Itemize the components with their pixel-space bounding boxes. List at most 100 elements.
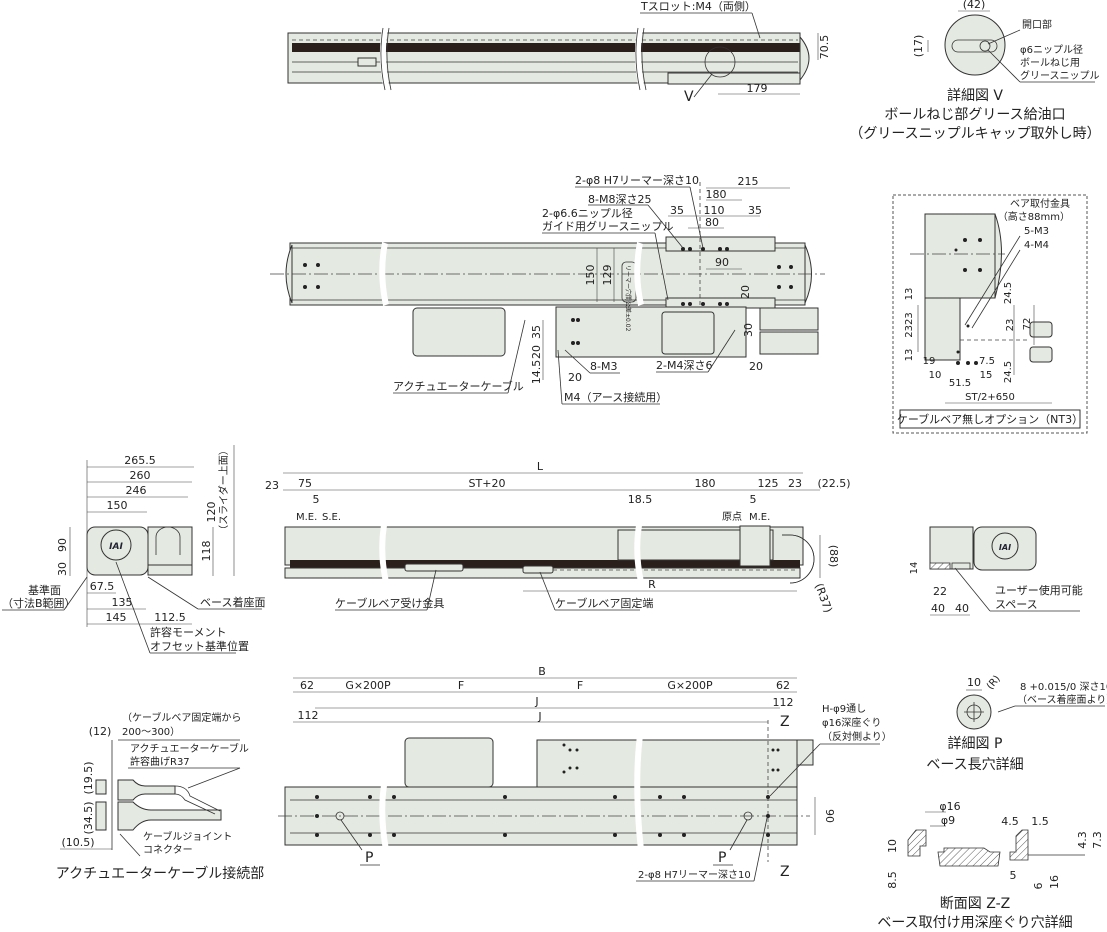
opening-label: 開口部 xyxy=(1022,18,1052,31)
detail-v-subtitle: ボールねじ部グリース給油口 xyxy=(884,107,1065,123)
nipple-label: ボールねじ用 xyxy=(1020,57,1080,69)
dim-13: 13 xyxy=(904,349,915,362)
mechanical-end-label: M.E. xyxy=(749,512,770,523)
end-view-right: IAI 14 22 40 40 ユーザー使用可能 スペース xyxy=(909,526,1083,616)
hole-tolerance: 8 +0.015/0 深さ10 xyxy=(1020,681,1107,693)
dim-40: 40 xyxy=(931,602,945,615)
dim-g-200p: G×200P xyxy=(345,679,391,692)
bear-fixed-label: ケーブルベア固定端 xyxy=(555,596,653,610)
dim-7-5: 7.5 xyxy=(979,356,995,367)
counterbore-label: φ16深座ぐり xyxy=(822,716,881,729)
t-slot-label: Tスロット:M4（両側） xyxy=(640,0,756,13)
top-view: Tスロット:M4（両側） 179 70.5 V xyxy=(287,0,831,105)
dim-150: 150 xyxy=(584,265,597,286)
dim-F: F xyxy=(577,679,583,692)
dim-118: 118 xyxy=(200,541,213,562)
h-hole-label: H-φ9通し xyxy=(822,703,866,715)
detail-p-subtitle: ベース長穴詳細 xyxy=(926,757,1023,773)
bracket-height: （高さ88mm） xyxy=(998,210,1070,223)
nt3-label: ケーブルベア無しオプション（NT3） xyxy=(897,412,1083,426)
dim-g-200p: G×200P xyxy=(667,679,713,692)
fixed-end-note: （ケーブルベア固定端から xyxy=(122,711,241,724)
dim-120: 120 xyxy=(205,502,218,523)
moment-label: オフセット基準位置 xyxy=(150,639,249,653)
origin-label: 原点 xyxy=(722,511,742,523)
end-view-left: IAI 265.5 260 246 150 120 （スライダー上面） 118 … xyxy=(2,445,265,654)
section-z-marker: Z xyxy=(780,864,790,880)
dim-23: 23 xyxy=(1005,319,1016,332)
dim-30: 30 xyxy=(56,562,69,576)
nipple-label: ガイド用グリースニップル xyxy=(542,219,673,233)
dim-80: 80 xyxy=(705,216,719,229)
hole-depth-note: （ベース着座面より） xyxy=(1017,693,1107,706)
dim-70-5: 70.5 xyxy=(818,35,831,60)
cable-label: アクチュエーターケーブル xyxy=(130,742,249,755)
user-space-label: ユーザー使用可能 xyxy=(995,583,1083,597)
dim-23: 23 xyxy=(788,477,802,490)
dim-51-5: 51.5 xyxy=(949,378,971,389)
dim-179: 179 xyxy=(747,82,768,95)
dim-4-5: 4.5 xyxy=(1001,815,1019,828)
dim-J: J xyxy=(537,710,541,723)
dim-R37: (R37) xyxy=(812,582,835,615)
section-zz-subtitle: ベース取付け用深座ぐり穴詳細 xyxy=(877,915,1072,931)
dim-215: 215 xyxy=(738,175,759,188)
cable-box xyxy=(412,307,506,357)
dim-5: 5 xyxy=(1010,869,1017,882)
dim-F: F xyxy=(458,679,464,692)
dim-L: L xyxy=(537,460,544,473)
dim-34-5: (34.5) xyxy=(82,801,95,834)
dim-110: 110 xyxy=(704,204,725,217)
dim-129: 129 xyxy=(601,265,614,286)
dim-72: 72 xyxy=(1022,318,1033,331)
datum-range: （寸法B範囲） xyxy=(2,596,76,610)
dim-112-5: 112.5 xyxy=(154,611,186,624)
side-view: L 23 75 ST+20 180 125 23 (22.5) 5 18.5 5… xyxy=(265,460,851,614)
dim-23: 23 xyxy=(265,479,279,492)
joint-label: コネクター xyxy=(143,844,193,856)
dim-17: (17) xyxy=(912,35,925,58)
detail-p-marker: P xyxy=(718,850,726,866)
dim-12: (12) xyxy=(89,725,112,738)
dim-42: (42) xyxy=(963,0,986,11)
dim-19: 19 xyxy=(923,356,936,367)
iai-logo: IAI xyxy=(999,543,1011,552)
dim-7-3: 7.3 xyxy=(1091,831,1104,849)
dim-4-3: 4.3 xyxy=(1076,831,1089,849)
dim-22-5: (22.5) xyxy=(817,477,850,490)
dim-J: J xyxy=(534,695,538,708)
nipple-label: φ6ニップル径 xyxy=(1020,43,1083,56)
dim-180: 180 xyxy=(706,188,727,201)
dim-phi16: φ16 xyxy=(939,800,960,813)
dim-20: 20 xyxy=(568,371,582,384)
nt3-option: ベア取付金具 （高さ88mm） 5-M3 4-M4 13 2323 13 24.… xyxy=(892,194,1088,434)
dim-180: 180 xyxy=(695,477,716,490)
dim-35: 35 xyxy=(530,325,543,339)
bracket-label: ベア取付金具 xyxy=(1010,197,1070,210)
dim-265-5: 265.5 xyxy=(124,454,156,467)
mechanical-end-label: M.E. xyxy=(296,512,317,523)
cable-label: アクチュエーターケーブル xyxy=(393,379,524,393)
m8-label: 8-M8深さ25 xyxy=(588,193,651,206)
cable-detail: (12) （ケーブルベア固定端から 200〜300） アクチュエーターケーブル … xyxy=(56,711,264,882)
dim-16: 16 xyxy=(1048,875,1061,889)
detail-p-title: 詳細図 P xyxy=(948,736,1003,752)
dim-20: 20 xyxy=(739,285,752,299)
dim-150: 150 xyxy=(107,499,128,512)
dim-1-5: 1.5 xyxy=(1031,815,1049,828)
slider-top-note: （スライダー上面） xyxy=(217,445,230,535)
bottom-view: B 62 G×200P F F G×200P 62 112 J 112 J Z … xyxy=(278,665,892,882)
dim-135: 135 xyxy=(112,596,133,609)
reamer-label: 2-φ8 H7リーマー深さ10 xyxy=(575,174,699,187)
stroke-end-label: S.E. xyxy=(322,512,341,523)
dim-10: 10 xyxy=(967,676,981,689)
detail-v-note: （グリースニップルキャップ取外し時） xyxy=(849,126,1100,142)
label-v: V xyxy=(684,89,694,105)
m3-label: 5-M3 xyxy=(1024,226,1049,237)
nipple-label: 2-φ6.6ニップル径 xyxy=(542,207,633,220)
dim-90: 90 xyxy=(56,538,69,552)
dim-30: 30 xyxy=(742,323,755,337)
section-zz-title: 断面図 Z-Z xyxy=(940,896,1010,912)
dim-5: 5 xyxy=(750,493,757,506)
